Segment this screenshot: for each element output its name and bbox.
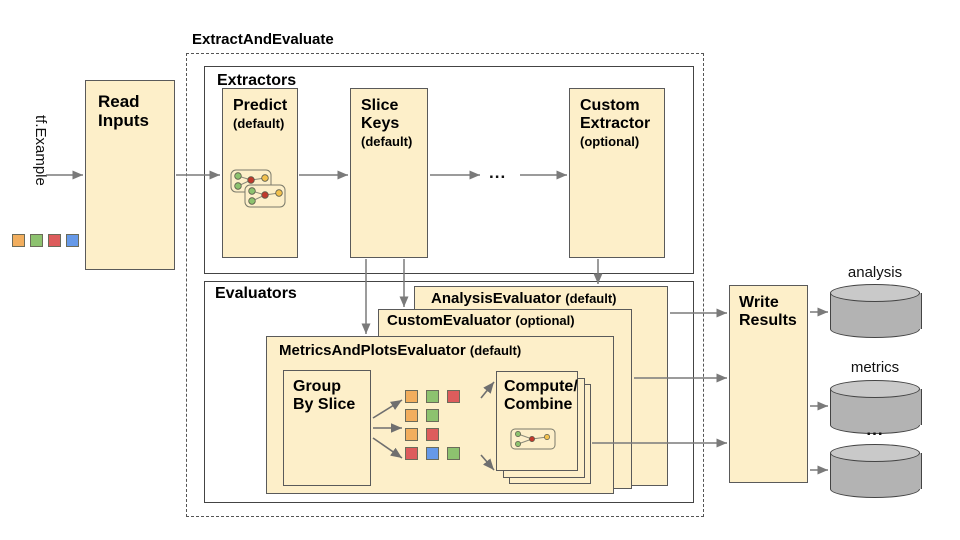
custom-extractor-node[interactable]: Custom Extractor (optional) [569, 88, 665, 258]
slice-keys-line2: Keys [361, 114, 400, 132]
extractors-group-title: Extractors [217, 72, 297, 89]
metrics-and-plots-evaluator-sub: (default) [469, 343, 522, 358]
predict-title: Predict [233, 97, 288, 114]
extractor-ellipsis: ... [489, 163, 507, 182]
output-metrics-label: metrics [850, 359, 900, 376]
group-by-slice-line1: Group [293, 378, 341, 395]
output-more-label: ... [866, 420, 884, 439]
custom-extractor-line2: Extractor [580, 114, 651, 132]
slice-swatch [426, 447, 439, 460]
custom-extractor-sub: (optional) [580, 133, 640, 149]
group-by-slice-line2: By Slice [293, 395, 356, 413]
slice-swatch [426, 390, 439, 403]
custom-evaluator-title: CustomEvaluator [387, 312, 512, 329]
write-results-line1: Write [739, 294, 779, 311]
slice-keys-sub: (default) [361, 133, 413, 149]
slice-swatch [426, 428, 439, 441]
metrics-and-plots-evaluator-title: MetricsAndPlotsEvaluator [279, 342, 466, 359]
read-inputs-node[interactable]: Read Inputs [85, 80, 175, 270]
analysis-evaluator-sub: (default) [565, 291, 617, 306]
slice-swatch [405, 428, 418, 441]
custom-extractor-line1: Custom [580, 97, 640, 114]
input-swatches [12, 234, 82, 250]
slice-keys-line1: Slice [361, 97, 399, 114]
slice-keys-node[interactable]: Slice Keys (default) [350, 88, 428, 258]
compute-combine-node[interactable]: Compute/ Combine [496, 371, 578, 471]
write-results-node[interactable]: Write Results [729, 285, 808, 483]
input-swatch [48, 234, 61, 247]
extract-and-evaluate-title: ExtractAndEvaluate [192, 31, 334, 48]
evaluators-group-title: Evaluators [215, 285, 297, 302]
slice-swatch [447, 447, 460, 460]
metrics-cylinder-icon [830, 380, 922, 434]
group-by-slice-node[interactable]: Group By Slice [283, 370, 371, 486]
predict-sub: (default) [233, 115, 285, 131]
slice-swatch [405, 409, 418, 422]
analysis-cylinder-icon [830, 284, 922, 338]
compute-combine-line2: Combine [504, 395, 573, 413]
more-cylinder-icon [830, 444, 922, 498]
input-swatch [30, 234, 43, 247]
output-metrics[interactable]: metrics [830, 359, 922, 438]
slice-swatch-grid [405, 390, 477, 468]
input-label: tf.Example [32, 115, 49, 186]
slice-swatch [405, 447, 418, 460]
extract-and-evaluate-boundary [186, 53, 704, 517]
input-swatch [66, 234, 79, 247]
compute-graph-icon [510, 428, 556, 450]
output-analysis[interactable]: analysis [830, 264, 922, 342]
predict-node[interactable]: Predict (default) [222, 88, 298, 258]
output-analysis-label: analysis [847, 264, 903, 281]
slice-swatch [405, 390, 418, 403]
compute-combine-line1: Compute/ [504, 378, 578, 395]
read-inputs-line1: Read [98, 92, 140, 111]
slice-swatch [447, 390, 460, 403]
read-inputs-line2: Inputs [98, 111, 149, 131]
analysis-evaluator-title: AnalysisEvaluator [431, 290, 562, 307]
output-more[interactable]: ... [830, 420, 922, 502]
input-swatch [12, 234, 25, 247]
model-graph-icon [230, 169, 286, 208]
write-results-line2: Results [739, 311, 797, 329]
custom-evaluator-sub: (optional) [515, 313, 575, 328]
slice-swatch [426, 409, 439, 422]
